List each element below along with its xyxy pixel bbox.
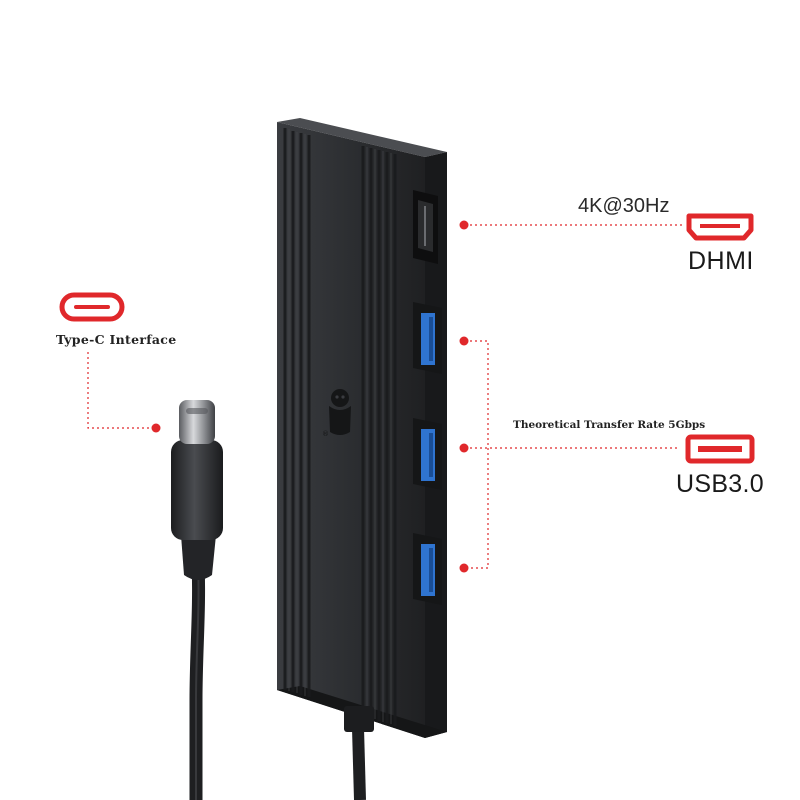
usb-a-port-icon (413, 302, 442, 374)
usb-a-port-icon (413, 418, 442, 490)
type-c-label: Type-C Interface (56, 332, 177, 347)
usb-label: USB3.0 (676, 470, 764, 498)
hdmi-label: DHMI (688, 247, 754, 275)
type-c-callout (59, 292, 161, 433)
transfer-rate-label: Theoretical Transfer Rate 5Gbps (513, 419, 706, 431)
brand-mascot-logo: ® (322, 389, 351, 438)
usb-callout (459, 336, 755, 573)
usb-c-hub: ® (277, 118, 447, 800)
hdmi-port-icon (413, 190, 438, 264)
hdmi-resolution-label: 4K@30Hz (578, 195, 670, 217)
hdmi-callout (459, 213, 754, 241)
type-c-cable (171, 400, 223, 800)
usb-a-port-icon (413, 533, 442, 605)
svg-text:®: ® (322, 430, 329, 438)
